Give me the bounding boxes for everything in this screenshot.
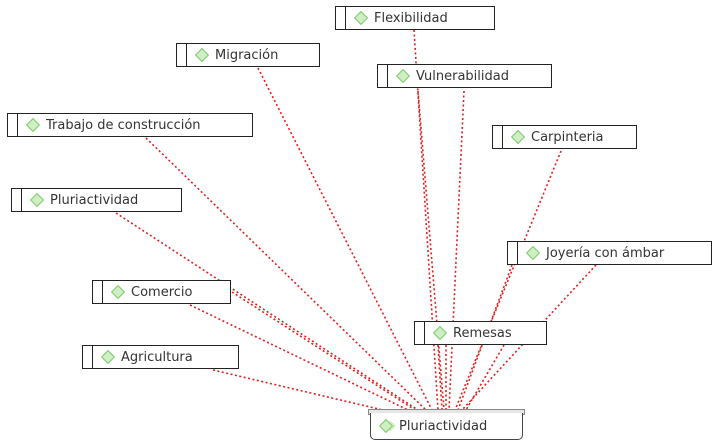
node-tab xyxy=(8,114,18,136)
node-tab xyxy=(415,322,425,344)
node-label: Flexibilidad xyxy=(374,10,448,26)
node-label: Comercio xyxy=(131,284,193,300)
node-tab xyxy=(177,44,187,66)
node-label: Trabajo de construcción xyxy=(46,117,201,133)
node-vulnerabilidad[interactable]: Vulnerabilidad xyxy=(377,64,552,88)
link-remesas-c xyxy=(465,344,505,411)
node-carpinteria[interactable]: Carpinteria xyxy=(492,125,637,149)
link-carpinteria xyxy=(454,150,562,411)
link-vulnerabilidad-a xyxy=(417,90,445,411)
node-label: Remesas xyxy=(453,325,512,341)
code-diamond-icon xyxy=(110,284,126,300)
node-remesas[interactable]: Remesas xyxy=(414,321,547,345)
node-pluriactividad[interactable]: Pluriactividad xyxy=(11,188,182,212)
node-flexibilidad[interactable]: Flexibilidad xyxy=(335,6,495,30)
link-trabajo-construccion xyxy=(145,137,427,411)
link-migracion xyxy=(257,67,433,411)
code-diamond-icon xyxy=(432,325,448,341)
node-trabajo-construccion[interactable]: Trabajo de construcción xyxy=(7,113,253,137)
code-diamond-icon xyxy=(525,245,541,261)
node-agricultura[interactable]: Agricultura xyxy=(82,345,239,369)
code-group-icon xyxy=(378,418,394,434)
node-tab xyxy=(12,189,22,211)
node-label: Vulnerabilidad xyxy=(416,68,509,84)
node-tab xyxy=(508,242,518,264)
code-diamond-icon xyxy=(194,47,210,63)
link-vulnerabilidad-b xyxy=(448,90,465,411)
node-migracion[interactable]: Migración xyxy=(176,43,320,67)
root-node-label: Pluriactividad xyxy=(399,418,488,434)
code-diamond-icon xyxy=(100,349,116,365)
node-label: Carpinteria xyxy=(531,129,604,145)
code-diamond-icon xyxy=(510,129,526,145)
link-remesas-a xyxy=(437,344,443,411)
root-node-pluriactividad[interactable]: Pluriactividad xyxy=(370,413,523,440)
node-label: Pluriactividad xyxy=(50,192,139,208)
code-diamond-icon xyxy=(25,117,41,133)
code-diamond-icon xyxy=(353,10,369,26)
node-tab xyxy=(493,126,503,148)
node-tab xyxy=(336,7,346,29)
node-joyeria-ambar[interactable]: Joyería con ámbar xyxy=(507,241,712,265)
link-comercio-a xyxy=(231,291,416,411)
node-tab xyxy=(93,281,103,303)
link-pluriactividad xyxy=(115,212,419,411)
link-agricultura xyxy=(212,369,384,411)
node-label: Migración xyxy=(215,47,279,63)
code-diamond-icon xyxy=(395,68,411,84)
node-label: Joyería con ámbar xyxy=(546,245,665,261)
link-joyeria-b xyxy=(461,264,597,411)
code-diamond-icon xyxy=(29,192,45,208)
node-tab xyxy=(378,65,388,87)
node-label: Agricultura xyxy=(121,349,193,365)
node-comercio[interactable]: Comercio xyxy=(92,280,231,304)
link-flexibilidad xyxy=(413,29,439,411)
node-tab xyxy=(83,346,93,368)
